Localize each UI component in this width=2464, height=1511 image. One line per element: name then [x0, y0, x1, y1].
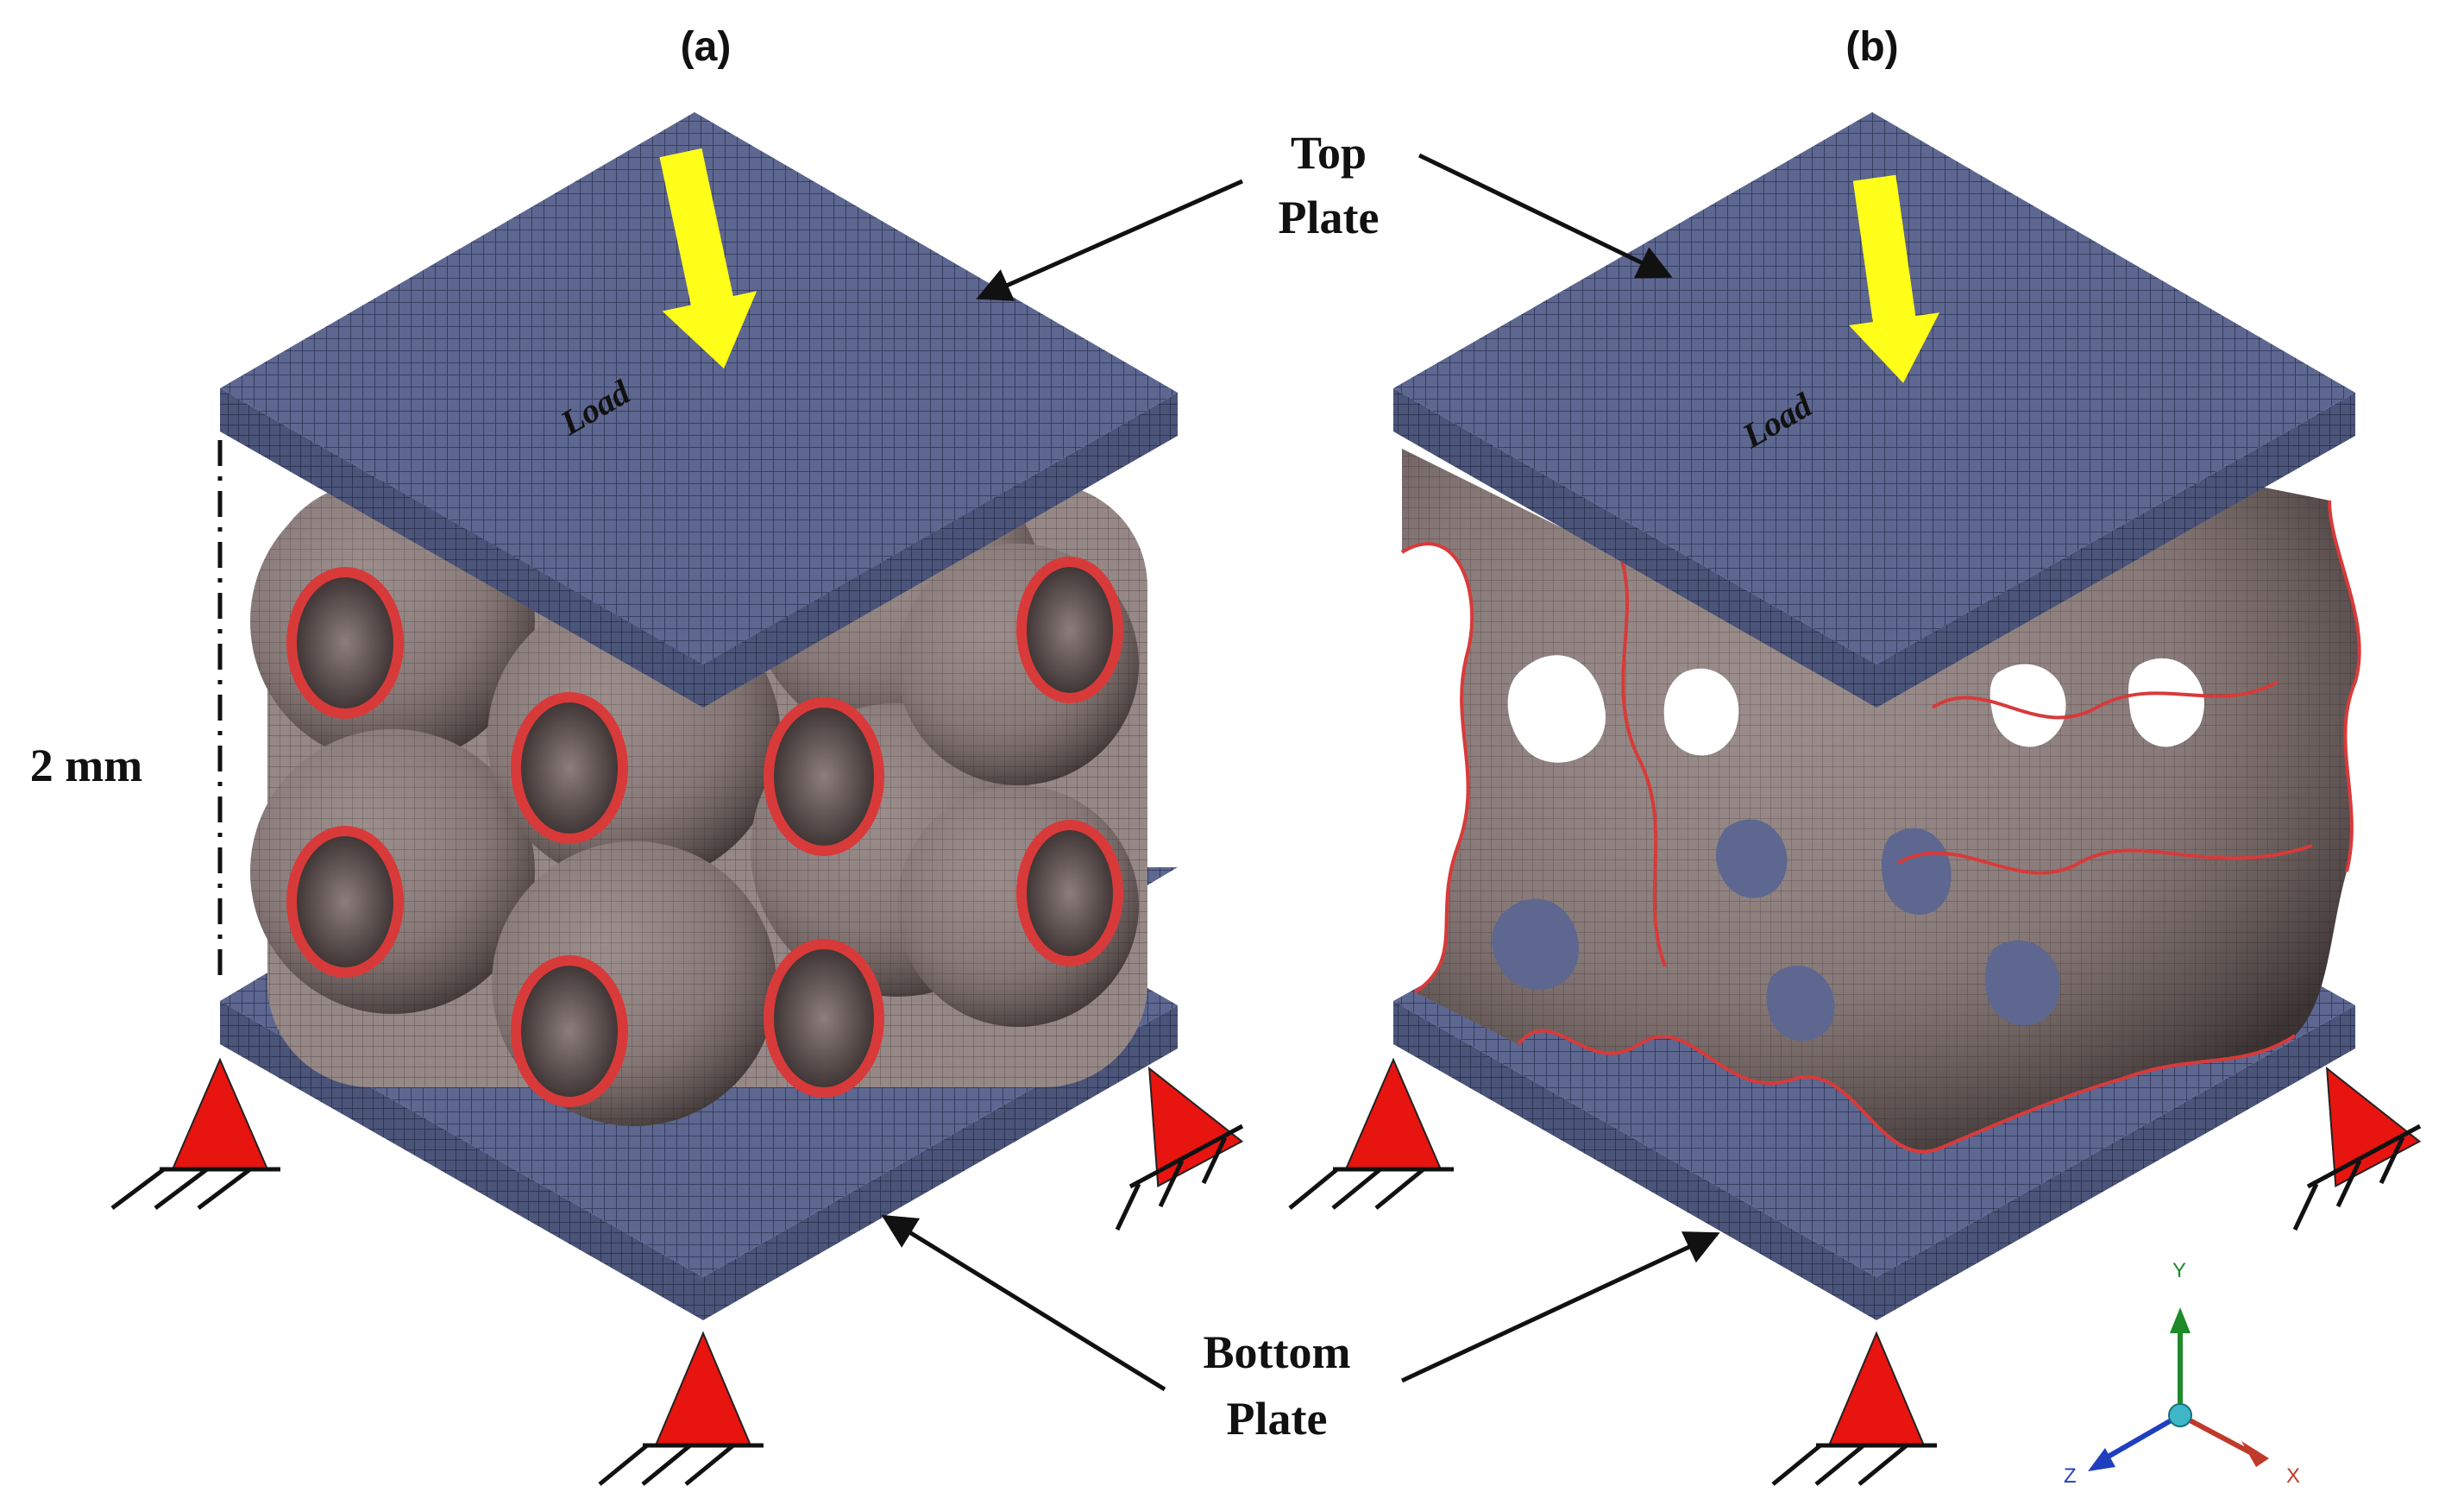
supports-b — [1288, 1057, 2422, 1486]
callout-bottom-plate-line2: Plate — [1227, 1393, 1328, 1445]
top-plate-b — [1393, 112, 2355, 708]
panel-b-label: (b) — [1845, 24, 1898, 70]
arrow-to-top-plate-a — [976, 179, 1244, 301]
y-axis-arrowhead — [2170, 1307, 2191, 1333]
dimension-label: 2 mm — [30, 740, 142, 791]
arrow-to-top-plate-b — [1417, 153, 1673, 279]
z-axis-line — [2103, 1413, 2182, 1461]
support-bottom-b — [1771, 1331, 1937, 1486]
callout-bottom-plate: Bottom Plate — [881, 1214, 1720, 1445]
support-left-a — [110, 1057, 280, 1210]
panel-b: (b) — [1288, 24, 2422, 1486]
support-right-a — [1115, 1067, 1244, 1231]
z-axis-arrowhead — [2088, 1448, 2115, 1471]
panel-a-label: (a) — [681, 24, 732, 70]
height-dimension: 2 mm — [30, 440, 223, 975]
callout-top-plate-line2: Plate — [1279, 192, 1380, 243]
support-bottom-a — [598, 1331, 764, 1486]
x-axis-arrowhead — [2241, 1441, 2269, 1467]
z-axis-label: Z — [2064, 1464, 2077, 1488]
triad-origin — [2168, 1403, 2192, 1427]
lattice-gyroid — [1400, 449, 2361, 1154]
axis-triad: Y X Z — [2064, 1259, 2300, 1488]
arrow-to-bottom-plate-a — [881, 1214, 1166, 1392]
gyroid-cut-edges — [1400, 500, 2361, 1154]
x-axis-line — [2178, 1413, 2252, 1455]
gyroid-openings — [1492, 655, 2204, 1042]
callout-top-plate-line1: Top — [1291, 127, 1367, 179]
support-left-b — [1288, 1057, 1454, 1210]
supports-a — [110, 1057, 1244, 1486]
panel-a: (a) — [30, 24, 1244, 1486]
x-axis-label: X — [2286, 1464, 2300, 1488]
callout-top-plate: Top Plate — [976, 127, 1673, 301]
top-plate-a — [220, 112, 1178, 708]
support-right-b — [2292, 1067, 2422, 1231]
callout-bottom-plate-line1: Bottom — [1204, 1326, 1351, 1378]
y-axis-label: Y — [2172, 1259, 2186, 1282]
arrow-to-bottom-plate-b — [1400, 1231, 1720, 1383]
lattice-primitive-spheres — [250, 449, 1147, 1126]
sphere-openings — [286, 557, 1123, 1107]
